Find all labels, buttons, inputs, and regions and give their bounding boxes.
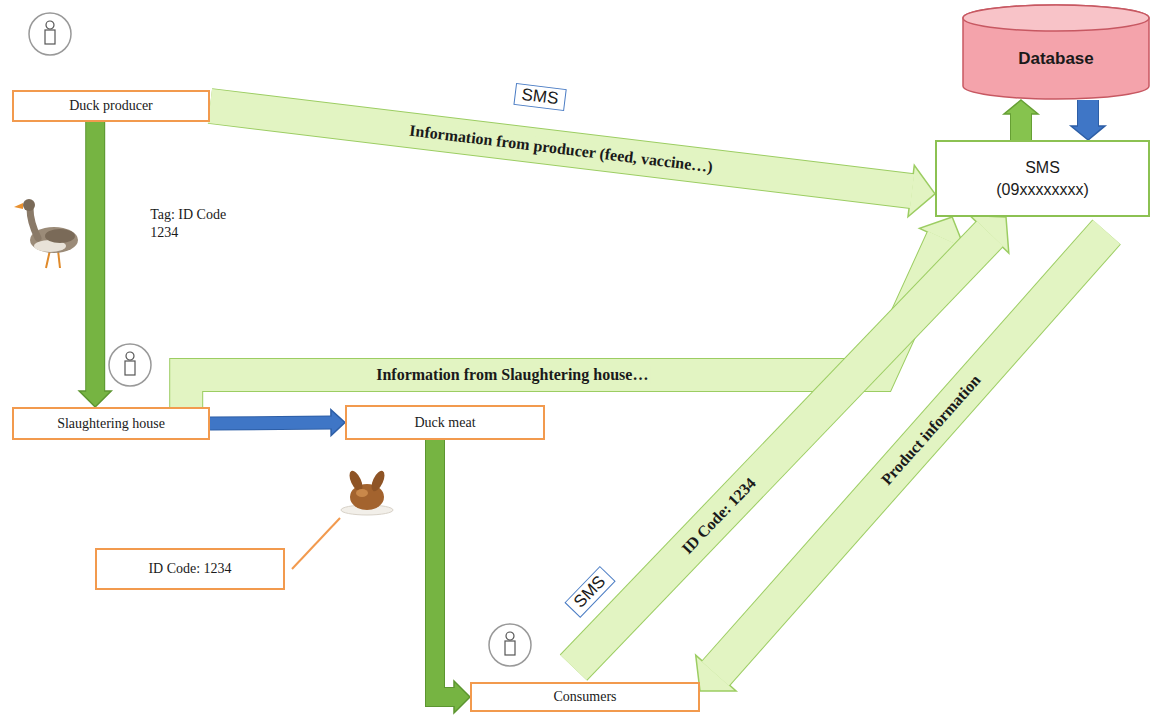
arrow-head xyxy=(1071,126,1105,140)
arrow-outline xyxy=(1010,113,1032,140)
duck-meat-leg xyxy=(369,469,387,493)
person-icon xyxy=(109,344,151,386)
database-cylinder: Database xyxy=(962,4,1150,100)
arrow-head xyxy=(454,681,470,713)
arrow-outline xyxy=(715,232,1106,674)
callout-box: ID Code: 1234 xyxy=(95,548,285,590)
arrow-body xyxy=(210,106,912,191)
arrow-head xyxy=(79,391,111,407)
leader-line xyxy=(292,518,340,569)
block-arrow xyxy=(79,122,111,407)
process-box: Consumers xyxy=(470,682,700,712)
block-arrow xyxy=(210,106,935,217)
arrow-outline xyxy=(1077,100,1099,127)
arrow-label: ID Code: 1234 xyxy=(676,472,761,560)
node-text: SMS (09xxxxxxxx) xyxy=(988,157,1098,201)
sms-box: SMS (09xxxxxxxx) xyxy=(935,140,1150,217)
duck-meat-shine xyxy=(356,489,368,497)
goose-wing xyxy=(45,229,75,243)
person-icon xyxy=(489,624,531,666)
person-body xyxy=(125,361,135,375)
process-box: Duck meat xyxy=(345,405,545,440)
block-arrow xyxy=(435,440,470,713)
person-icon xyxy=(29,13,71,55)
arrow-body xyxy=(1011,113,1031,140)
person-circle xyxy=(29,13,71,55)
sms-tag: SMS xyxy=(564,566,615,618)
arrow-label: Tag: ID Code 1234 xyxy=(147,206,253,242)
person-head xyxy=(46,21,54,29)
person-head xyxy=(506,632,514,640)
person-body xyxy=(505,641,515,655)
arrow-body xyxy=(1078,100,1098,127)
node-text: Duck producer xyxy=(69,98,153,114)
arrow-body xyxy=(435,440,455,697)
arrow-body xyxy=(86,122,104,392)
goose-beak xyxy=(14,203,23,209)
process-box: Slaughtering house xyxy=(12,407,210,440)
arrow-outline xyxy=(85,122,105,392)
arrow-head xyxy=(331,410,345,436)
arrow-label: Product information xyxy=(875,370,986,492)
cylinder-body xyxy=(963,5,1149,99)
arrow-head xyxy=(1004,100,1038,114)
block-arrow xyxy=(696,232,1107,691)
person-circle xyxy=(489,624,531,666)
node-text: ID Code: 1234 xyxy=(148,561,231,577)
person-body xyxy=(45,30,55,44)
goose-neck xyxy=(30,208,38,238)
arrow-body xyxy=(715,232,1106,674)
node-text: Consumers xyxy=(554,689,617,705)
arrow-label: Information from producer (feed, vaccine… xyxy=(405,121,716,176)
node-text: Duck meat xyxy=(414,415,475,431)
arrow-label: Information from Slaughtering house… xyxy=(373,366,651,384)
block-arrow xyxy=(1071,100,1105,140)
cylinder-top xyxy=(963,5,1149,31)
person-circle xyxy=(109,344,151,386)
person-head xyxy=(126,352,134,360)
arrow-outline xyxy=(435,440,455,697)
node-text: Slaughtering house xyxy=(57,416,165,432)
arrow-outline xyxy=(210,416,332,431)
arrow-body xyxy=(210,417,332,430)
block-arrow xyxy=(210,410,345,436)
node-text: Database xyxy=(1018,49,1094,69)
roast-duck-picture xyxy=(341,469,393,515)
goose-head xyxy=(23,199,35,211)
process-box: Duck producer xyxy=(12,90,210,122)
sms-tag: SMS xyxy=(513,83,566,111)
arrow-outline xyxy=(210,106,912,191)
goose-picture xyxy=(14,199,78,268)
block-arrow xyxy=(1004,100,1038,140)
